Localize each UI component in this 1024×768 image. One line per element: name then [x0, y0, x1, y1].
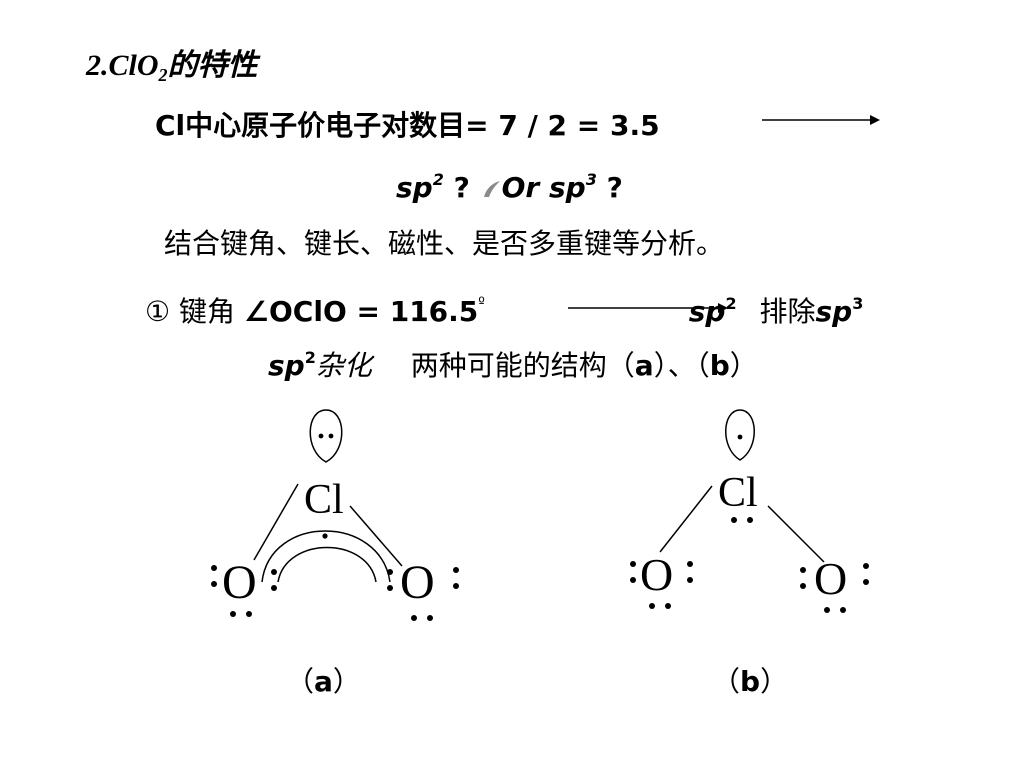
label-a: a	[634, 349, 654, 382]
caption-a: （a）	[286, 660, 361, 700]
hybridization-question: sp2 ? Or sp3 ?	[396, 170, 623, 204]
structures-desc: 两种可能的结构（	[410, 349, 635, 382]
caption-a-open: （	[286, 665, 315, 698]
lone-pair-lobe	[309, 409, 343, 463]
or-sp3-label: Or sp	[501, 171, 586, 204]
atom-cl-a: Cl	[304, 477, 344, 523]
two-structures-line: sp2杂化 两种可能的结构（a）、（b）	[268, 344, 758, 384]
title-subscript: 2	[158, 65, 168, 85]
question-mark-2: ?	[606, 171, 623, 204]
sup-3: 3	[585, 170, 597, 189]
lone-pair-lobe	[725, 409, 755, 461]
sp2-label: sp	[396, 171, 433, 204]
atom-o-right-b: O	[814, 553, 847, 604]
caption-a-label: a	[314, 665, 333, 698]
sup-2: 2	[432, 170, 444, 189]
separator: ）、（	[653, 349, 710, 382]
caption-b-label: b	[740, 665, 761, 698]
exclude-label: 排除	[759, 295, 816, 328]
title-suffix: 的特性	[167, 49, 258, 82]
sup-2c: 2	[304, 348, 316, 367]
caption-b: （b）	[712, 660, 788, 700]
caption-b-close: ）	[760, 665, 789, 698]
title-main: 2.ClO	[86, 49, 159, 82]
slide-title: 2.ClO2的特性	[86, 40, 258, 86]
atom-cl-b: Cl	[718, 470, 758, 516]
structure-a: Cl O O	[211, 409, 459, 621]
close-paren: ）	[729, 349, 758, 382]
bond-angle-value: ∠OClO = 116.5	[243, 295, 479, 328]
label-b: b	[709, 349, 730, 382]
sp2-hybrid: sp	[268, 349, 305, 382]
arrow-right-icon	[762, 115, 880, 125]
caption-a-close: ）	[332, 665, 361, 698]
question-mark-1: ?	[453, 171, 470, 204]
brush-icon	[480, 173, 502, 197]
structure-b: Cl O O	[630, 409, 869, 613]
atom-o-left-a: O	[222, 556, 257, 609]
bond-angle-line: ① 键角 ∠OClO = 116.5º sp2 排除sp3	[145, 290, 863, 330]
arrow-right-icon	[568, 303, 728, 313]
sp3-excluded: sp	[815, 295, 853, 328]
hybrid-label: 杂化	[315, 349, 372, 382]
valence-pair-count: Cl中心原子价电子对数目= 7 / 2 = 3.5	[155, 109, 660, 142]
atom-o-left-b: O	[640, 549, 673, 600]
caption-b-open: （	[712, 665, 741, 698]
analysis-note: 结合键角、键长、磁性、是否多重键等分析。	[164, 227, 725, 260]
bond-angle-prefix: ① 键角	[145, 295, 244, 328]
sup-2b: 2	[725, 294, 737, 313]
sup-3b: 3	[852, 294, 864, 313]
degree-sign: º	[478, 295, 485, 311]
atom-o-right-a: O	[400, 556, 435, 609]
